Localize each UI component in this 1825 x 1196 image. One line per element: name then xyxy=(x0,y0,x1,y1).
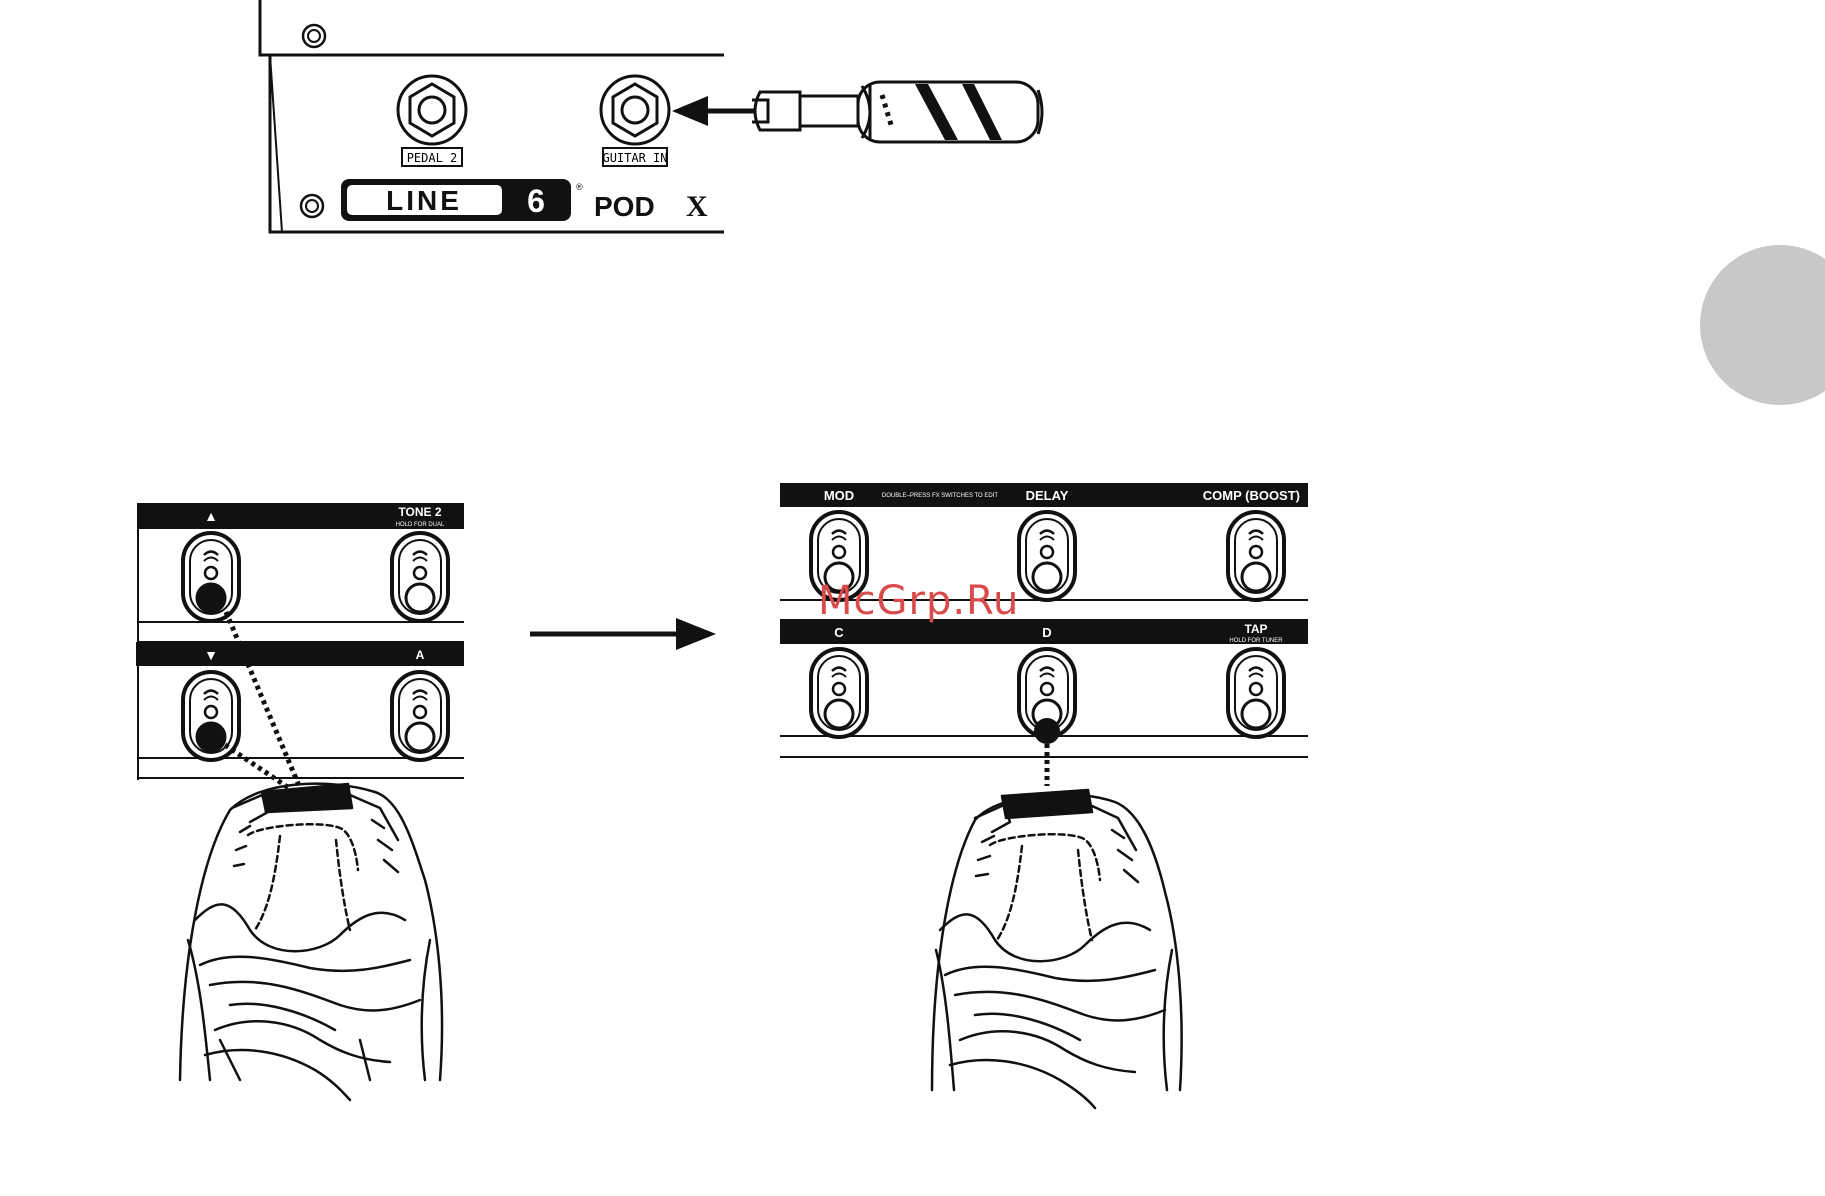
tap-label: TAP xyxy=(1244,622,1267,636)
up-arrow-icon: ▲ xyxy=(204,508,218,524)
hold-for-tuner-label: HOLD FOR TUNER xyxy=(1229,638,1283,644)
comp-boost-label: COMP (BOOST) xyxy=(1203,488,1300,503)
transition-arrow xyxy=(530,618,716,650)
footswitch-up[interactable] xyxy=(183,533,239,621)
pedal-2-label: PEDAL 2 xyxy=(407,151,458,165)
line6-logo: LINE 6 ® xyxy=(341,179,583,221)
pod-model-suffix: X xyxy=(686,190,708,223)
footswitch-down[interactable] xyxy=(183,672,239,760)
footswitch-c[interactable] xyxy=(811,649,867,737)
a-label: A xyxy=(416,648,425,662)
footswitch-delay[interactable] xyxy=(1019,512,1075,600)
delay-label: DELAY xyxy=(1026,488,1069,503)
press-line-down xyxy=(225,745,292,790)
svg-text:LINE: LINE xyxy=(386,185,462,216)
footswitch-a[interactable] xyxy=(392,672,448,760)
right-shoe xyxy=(932,790,1182,1108)
footswitch-tone-2[interactable] xyxy=(392,533,448,621)
footswitch-tap[interactable] xyxy=(1228,649,1284,737)
svg-text:6: 6 xyxy=(527,183,545,219)
c-label: C xyxy=(834,625,844,640)
device-rear-panel: PEDAL 2 GUITAR IN LINE 6 ® POD X xyxy=(260,0,730,240)
page-tab xyxy=(1700,245,1825,405)
down-arrow-icon: ▼ xyxy=(204,647,218,663)
guitar-in-label: GUITAR IN xyxy=(602,151,667,165)
footswitch-d[interactable] xyxy=(1019,649,1075,744)
d-label: D xyxy=(1042,625,1051,640)
pod-model-label: POD xyxy=(594,191,655,222)
svg-text:®: ® xyxy=(576,182,583,192)
left-shoe xyxy=(180,784,442,1100)
mod-label: MOD xyxy=(824,488,854,503)
watermark: McGrp.Ru xyxy=(818,578,1019,624)
double-press-note: DOUBLE–PRESS FX SWITCHES TO EDIT xyxy=(882,493,998,499)
tone-2-label: TONE 2 xyxy=(398,505,441,519)
footswitch-comp-boost[interactable] xyxy=(1228,512,1284,600)
hold-for-dual-label: HOLD FOR DUAL xyxy=(396,522,445,528)
